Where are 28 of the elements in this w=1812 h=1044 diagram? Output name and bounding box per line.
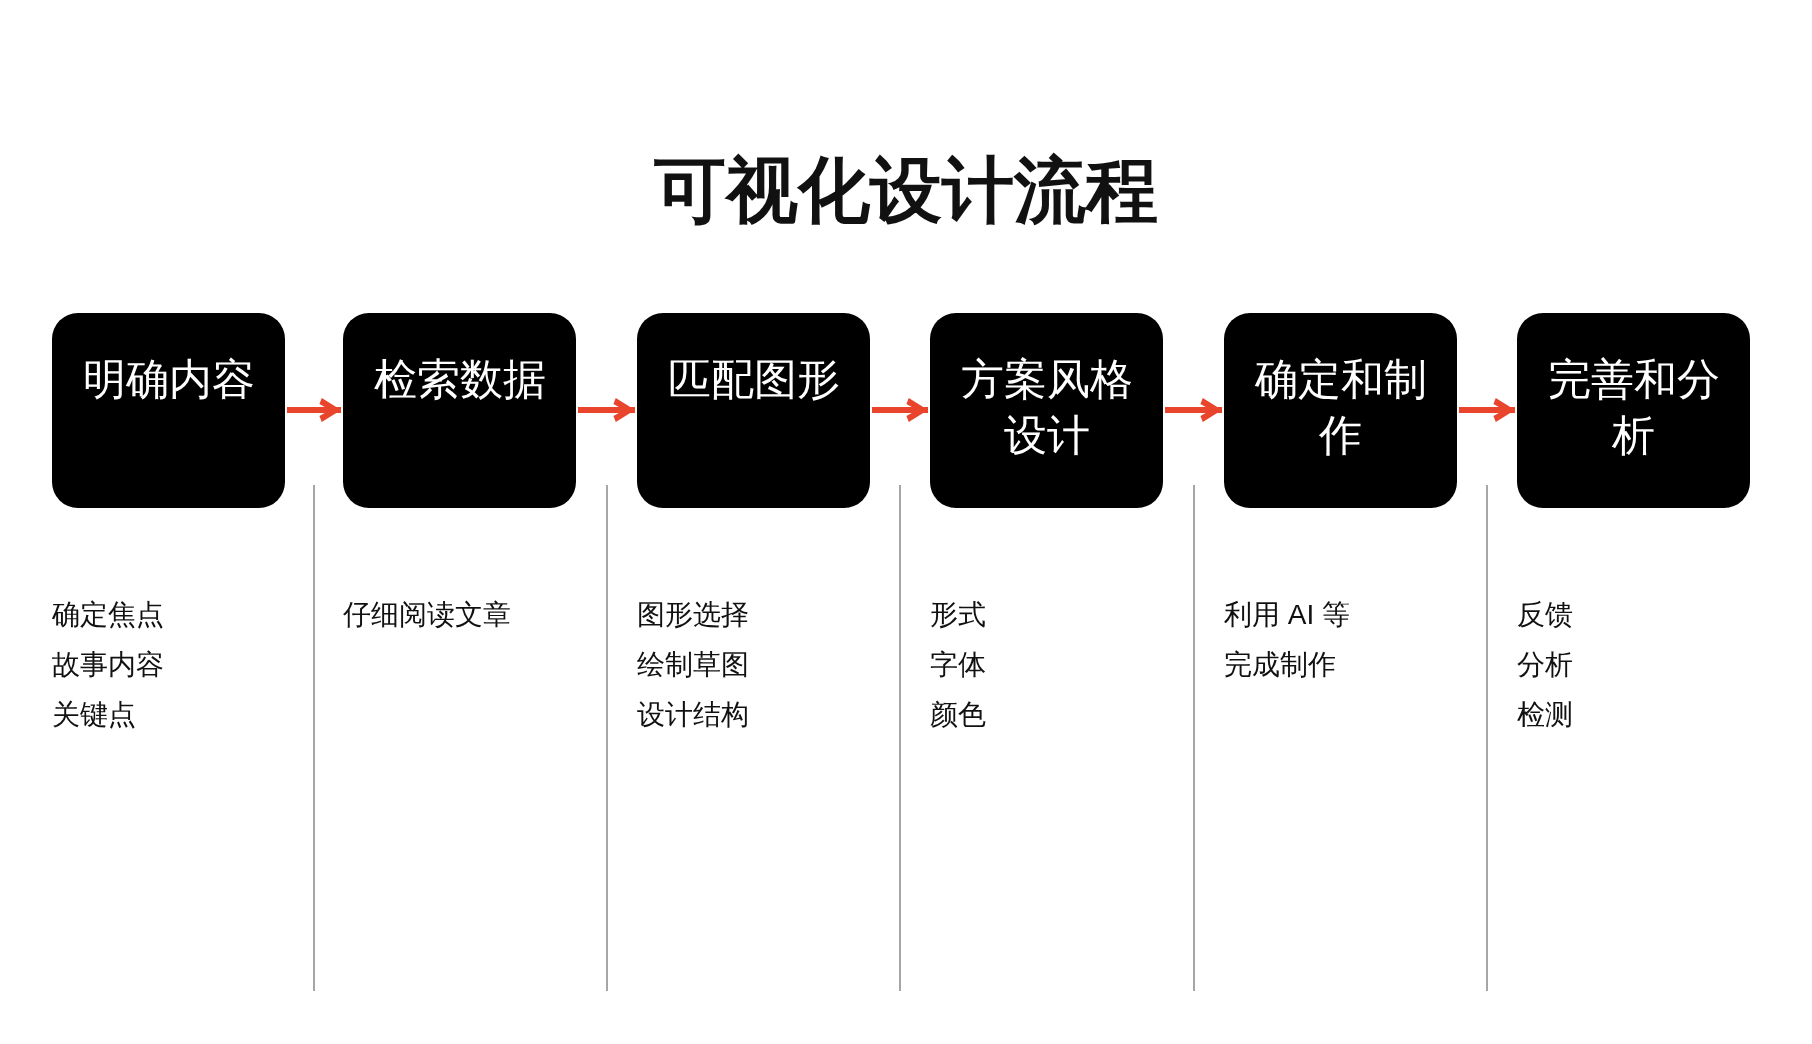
step-box <box>343 313 576 508</box>
step-label: 完善和分析 <box>1546 354 1721 461</box>
step-note: 检测 <box>1517 698 1573 732</box>
step-note: 关键点 <box>52 698 136 732</box>
diagram-title: 可视化设计流程 <box>654 150 1158 230</box>
step-box <box>637 313 870 508</box>
step-note: 确定焦点 <box>52 598 164 632</box>
step-note: 图形选择 <box>637 598 749 632</box>
step-box <box>1517 313 1750 508</box>
step-label: 检索数据 <box>373 354 546 405</box>
step-box <box>930 313 1163 508</box>
step-label: 匹配图形 <box>667 354 840 405</box>
step-note: 故事内容 <box>52 648 164 682</box>
step-note: 分析 <box>1517 648 1573 682</box>
step-box <box>1224 313 1457 508</box>
step-note: 字体 <box>930 648 986 682</box>
step-note: 反馈 <box>1517 598 1573 632</box>
step-note: 颜色 <box>930 698 986 732</box>
step-box <box>52 313 285 508</box>
step-label: 确定和制作 <box>1253 354 1428 461</box>
step-note: 形式 <box>930 598 986 632</box>
step-label: 明确内容 <box>82 354 255 405</box>
step-note: 仔细阅读文章 <box>343 598 511 632</box>
step-note: 完成制作 <box>1224 648 1336 682</box>
step-label: 方案风格设计 <box>959 354 1134 461</box>
step-note: 绘制草图 <box>637 648 749 682</box>
step-note: 利用 AI 等 <box>1224 598 1350 632</box>
step-note: 设计结构 <box>637 698 749 732</box>
